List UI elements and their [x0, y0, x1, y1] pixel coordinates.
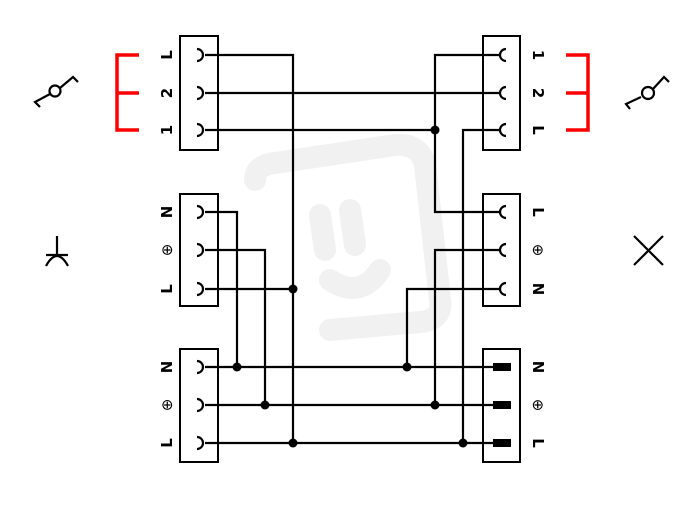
label: N — [158, 206, 176, 219]
two-way-switch-icon — [624, 75, 670, 110]
wires — [205, 53, 500, 445]
left-supply-labels: N ⊕ L — [158, 361, 176, 448]
two-way-switch-icon — [33, 75, 79, 108]
earth-label: ⊕ — [158, 399, 176, 412]
label: N — [529, 361, 547, 374]
switch-bracket-right — [566, 53, 590, 132]
socket-icon — [45, 236, 69, 267]
label: N — [529, 283, 547, 296]
label: L — [158, 284, 176, 294]
terminal-clamps-left — [196, 47, 205, 451]
earth-label: ⊕ — [529, 399, 547, 412]
terminal-boxes — [179, 35, 521, 463]
right-lamp-labels: L ⊕ N — [529, 207, 547, 295]
left-socket-labels: N ⊕ L — [158, 206, 176, 294]
label: 1 — [529, 50, 547, 60]
label: L — [529, 125, 547, 135]
watermark-logo — [244, 133, 452, 341]
label: 2 — [529, 88, 547, 98]
right-switch-labels: 1 2 L — [529, 50, 547, 135]
label: L — [158, 438, 176, 448]
label: 1 — [158, 125, 176, 135]
label: L — [158, 50, 176, 60]
terminal-clamps-right — [498, 47, 507, 297]
lamp-icon — [633, 235, 664, 266]
label: N — [158, 361, 176, 374]
supply-terminal-bars — [493, 363, 511, 447]
right-supply-labels: N ⊕ L — [529, 361, 547, 449]
earth-label: ⊕ — [529, 244, 547, 257]
label: L — [529, 207, 547, 217]
label: 2 — [158, 88, 176, 98]
switch-bracket-left — [115, 53, 139, 132]
earth-label: ⊕ — [158, 244, 176, 257]
junction-dots — [232, 125, 468, 448]
left-switch-labels: L 2 1 — [158, 50, 176, 135]
label: L — [529, 438, 547, 448]
